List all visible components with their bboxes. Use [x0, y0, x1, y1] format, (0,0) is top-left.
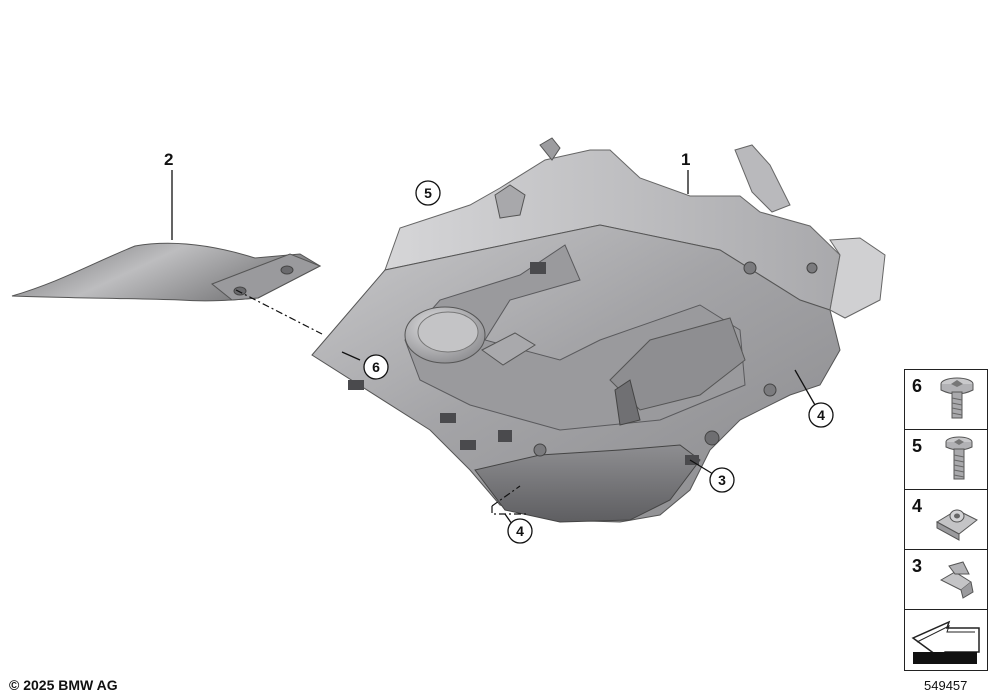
legend-number: 5 — [912, 436, 923, 456]
leader-line-3 — [689, 459, 714, 475]
svg-text:3: 3 — [718, 472, 726, 488]
flange-screw-icon — [940, 377, 974, 419]
legend-item-4: 4 — [905, 490, 987, 550]
legend-item-6: 6 — [905, 370, 987, 430]
callout-1: 1 — [681, 150, 690, 169]
svg-text:5: 5 — [424, 185, 432, 201]
fastener-legend: 6 5 4 3 — [904, 369, 988, 671]
leader-line-6 — [341, 351, 361, 361]
direction-arrow-icon — [911, 620, 980, 664]
legend-item-direction — [905, 610, 987, 669]
svg-text:4: 4 — [817, 407, 825, 423]
assembly-line-nut-lower — [491, 506, 528, 515]
callout-6: 6 — [363, 354, 389, 380]
callout-4-lower: 4 — [507, 518, 533, 544]
assembly-line-shield — [235, 289, 323, 335]
assembly-line-nut-lower-2 — [491, 485, 521, 507]
legend-number: 3 — [912, 556, 923, 576]
legend-item-3: 3 — [905, 550, 987, 610]
legend-number: 6 — [912, 376, 923, 396]
callout-3: 3 — [709, 467, 735, 493]
legend-number: 4 — [912, 496, 923, 516]
copyright-notice: © 2025 BMW AG — [9, 677, 118, 693]
clip-nut-icon — [935, 509, 978, 541]
leader-line-4a — [794, 369, 816, 406]
torx-screw-icon — [945, 436, 973, 480]
legend-item-5: 5 — [905, 430, 987, 490]
diagram-number: 549457 — [924, 678, 968, 693]
svg-text:4: 4 — [516, 523, 524, 539]
spring-clip-icon — [939, 561, 974, 599]
heat-shield-part — [11, 242, 322, 302]
callout-5: 5 — [415, 180, 441, 206]
callout-4-right: 4 — [808, 402, 834, 428]
trim-panel-part — [311, 137, 886, 523]
svg-text:6: 6 — [372, 359, 380, 375]
callout-2: 2 — [164, 150, 173, 169]
